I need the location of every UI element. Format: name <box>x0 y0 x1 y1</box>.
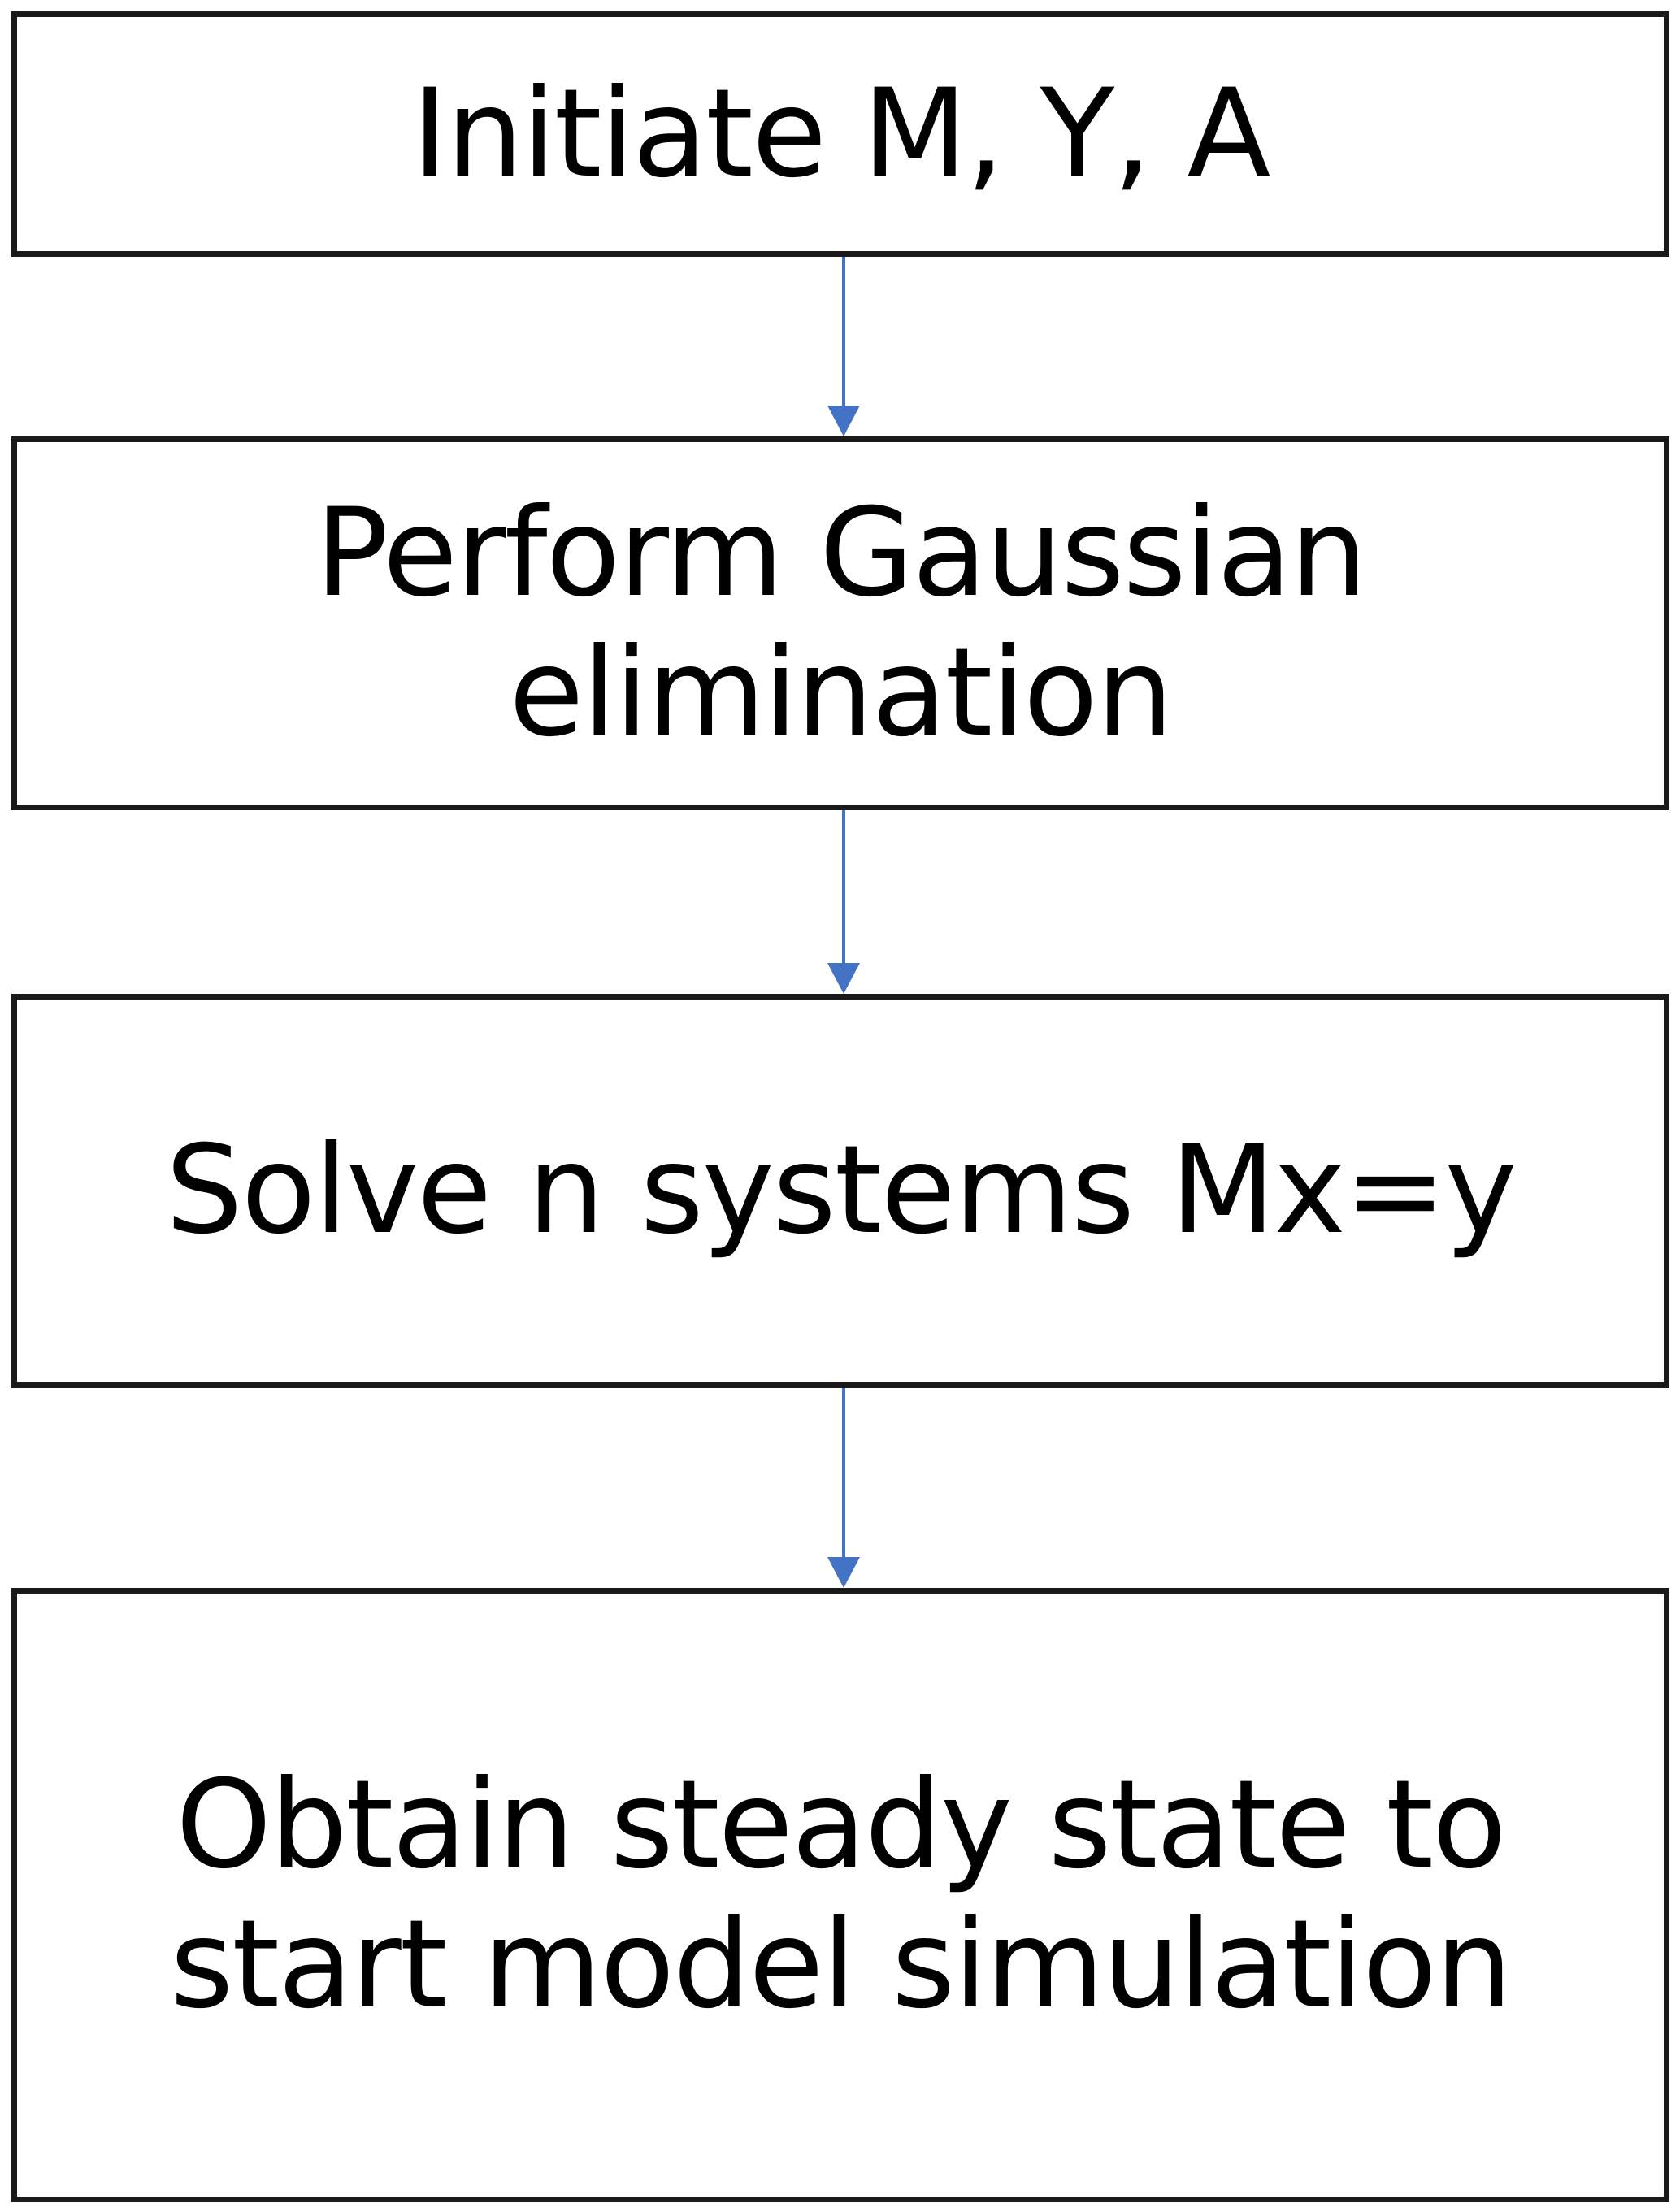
arrow-step2-to-step3 <box>827 810 860 994</box>
arrow-step3-to-step4 <box>827 1388 860 1588</box>
arrow-step1-to-step2 <box>827 257 860 436</box>
step-box-gaussian-elimination: Perform Gaussian elimination <box>11 436 1669 810</box>
step-box-initiate: Initiate M, Y, A <box>11 11 1669 257</box>
step-box-solve-systems: Solve n systems Mx=y <box>11 994 1669 1388</box>
step-label: Perform Gaussian elimination <box>315 482 1368 764</box>
step-label: Initiate M, Y, A <box>411 63 1271 205</box>
step-label: Solve n systems Mx=y <box>165 1120 1517 1262</box>
step-label: Obtain steady state to start model simul… <box>170 1754 1513 2036</box>
step-box-obtain-steady-state: Obtain steady state to start model simul… <box>11 1588 1669 2202</box>
